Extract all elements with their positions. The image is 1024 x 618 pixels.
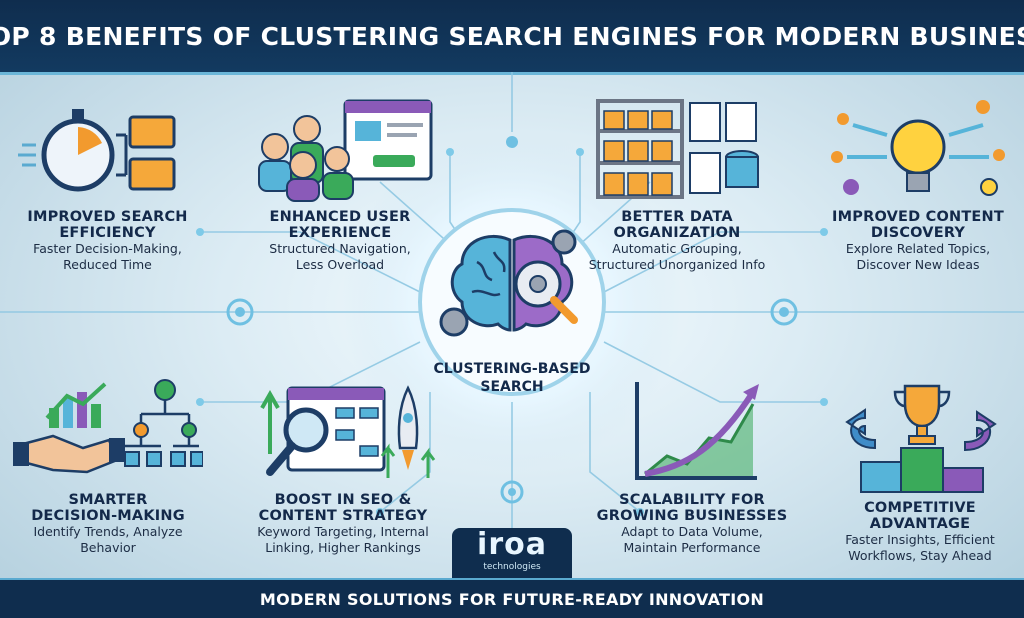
benefit-subtitle: Adapt to Data Volume, bbox=[621, 524, 763, 539]
benefit-subtitle: Keyword Targeting, Internal bbox=[257, 524, 429, 539]
handshake-chart-icon bbox=[13, 379, 204, 474]
center-label-line1: CLUSTERING-BASED bbox=[433, 361, 591, 377]
brain-gear-icon bbox=[439, 229, 578, 337]
benefit-title: COMPETITIVE ADVANTAGE bbox=[864, 500, 976, 532]
benefit-subtitle: Structured Navigation, bbox=[269, 241, 411, 256]
benefit-title: CONTENT STRATEGY bbox=[258, 508, 428, 524]
benefit-subtitle: Faster Decision-Making, bbox=[33, 241, 182, 256]
benefit-card-decision-making: SMARTER DECISION-MAKING Identify Trends,… bbox=[8, 378, 208, 556]
growth-chart-icon bbox=[635, 382, 759, 480]
footer-banner: MODERN SOLUTIONS FOR FUTURE-READY INNOVA… bbox=[0, 578, 1024, 618]
benefit-title: EXPERIENCE bbox=[288, 225, 392, 241]
benefit-title: BETTER DATA ORGANIZATION bbox=[613, 209, 741, 241]
benefit-subtitle: Less Overload bbox=[295, 257, 385, 272]
benefit-subtitle: Behavior bbox=[80, 540, 136, 555]
magnifier-rocket-icon bbox=[260, 385, 436, 478]
benefit-title: IMPROVED CONTENT bbox=[832, 209, 1004, 225]
users-browser-icon bbox=[258, 99, 433, 202]
benefit-title: SMARTER bbox=[68, 492, 148, 508]
benefit-subtitle: Explore Related Topics, bbox=[845, 241, 991, 256]
center-label-line2: SEARCH bbox=[480, 379, 544, 395]
footer-text: MODERN SOLUTIONS FOR FUTURE-READY INNOVA… bbox=[259, 589, 765, 609]
benefit-subtitle: Linking, Higher Rankings bbox=[265, 540, 421, 555]
benefit-title: IMPROVED SEARCH bbox=[27, 209, 188, 225]
benefit-title: BOOST IN SEO & bbox=[274, 492, 412, 508]
benefit-subtitle: Automatic Grouping, bbox=[612, 241, 742, 256]
benefit-title: DECISION-MAKING bbox=[31, 508, 185, 524]
page-title: TOP 8 BENEFITS OF CLUSTERING SEARCH ENGI… bbox=[0, 21, 1024, 51]
benefit-card-search-efficiency: IMPROVED SEARCH EFFICIENCY Faster Decisi… bbox=[10, 95, 205, 273]
benefit-title: EFFICIENCY bbox=[59, 225, 156, 241]
benefit-subtitle: Maintain Performance bbox=[623, 540, 761, 555]
benefit-subtitle: Workflows, Stay Ahead bbox=[848, 548, 992, 563]
benefit-card-scalability: SCALABILITY FOR GROWING BUSINESSES Adapt… bbox=[592, 378, 792, 556]
benefit-title: ENHANCED USER bbox=[269, 209, 411, 225]
benefit-card-content-discovery: IMPROVED CONTENT DISCOVERY Explore Relat… bbox=[818, 95, 1018, 273]
header-banner: TOP 8 BENEFITS OF CLUSTERING SEARCH ENGI… bbox=[0, 0, 1024, 75]
center-label: CLUSTERING-BASED SEARCH bbox=[417, 360, 607, 396]
benefit-card-user-experience: ENHANCED USER EXPERIENCE Structured Navi… bbox=[240, 95, 440, 273]
benefit-card-competitive-advantage: COMPETITIVE ADVANTAGE Faster Insights, E… bbox=[820, 378, 1020, 564]
benefit-card-seo-strategy: BOOST IN SEO & CONTENT STRATEGY Keyword … bbox=[238, 378, 448, 556]
benefit-title: SCALABILITY FOR bbox=[619, 492, 765, 508]
company-logo: iroa technologies bbox=[452, 528, 572, 580]
benefit-subtitle: Structured Unorganized Info bbox=[588, 257, 766, 272]
lightbulb-icon bbox=[831, 100, 1005, 196]
stopwatch-folder-icon bbox=[17, 109, 175, 192]
benefit-card-data-organization: BETTER DATA ORGANIZATION Automatic Group… bbox=[572, 95, 782, 273]
benefit-title: GROWING BUSINESSES bbox=[596, 508, 788, 524]
benefit-subtitle: Faster Insights, Efficient bbox=[845, 532, 995, 547]
benefit-subtitle: Identify Trends, Analyze bbox=[33, 524, 183, 539]
benefit-subtitle: Discover New Ideas bbox=[856, 257, 980, 272]
logo-mark: iroa bbox=[477, 527, 547, 562]
logo-tagline: technologies bbox=[483, 562, 541, 572]
benefit-title: DISCOVERY bbox=[870, 225, 966, 241]
trophy-podium-icon bbox=[845, 384, 997, 493]
shelves-database-icon bbox=[596, 99, 759, 199]
benefit-subtitle: Reduced Time bbox=[63, 257, 152, 272]
